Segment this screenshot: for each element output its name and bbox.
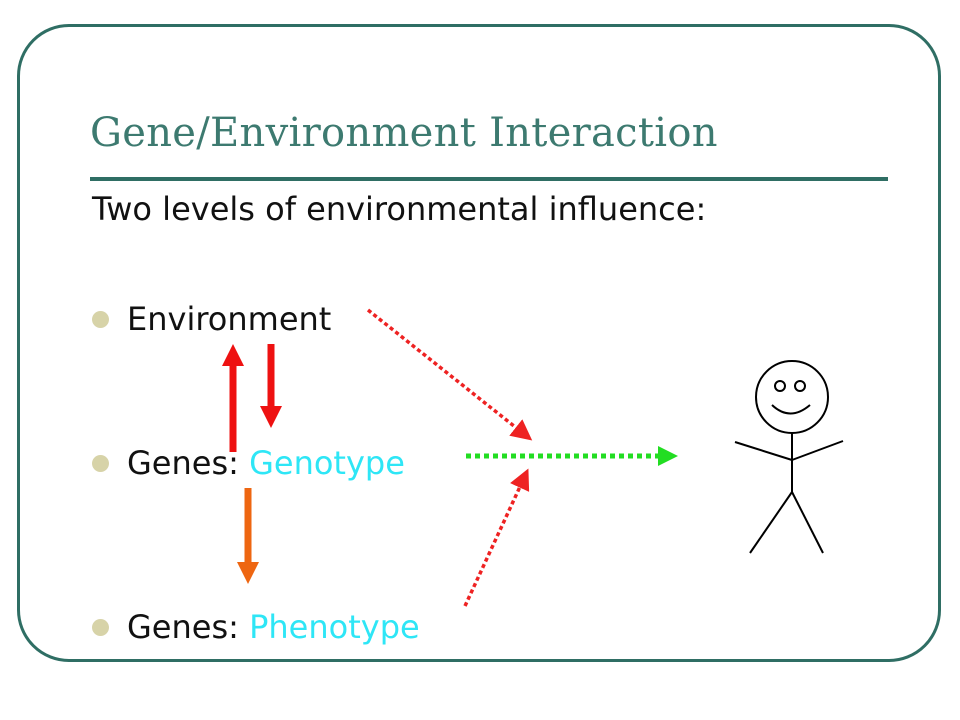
slide-frame bbox=[17, 24, 941, 662]
bullet-dot-icon bbox=[92, 310, 109, 328]
slide-title: Gene/Environment Interaction bbox=[90, 110, 718, 156]
title-divider bbox=[90, 177, 888, 181]
bullet-phenotype-label: Genes: bbox=[127, 608, 250, 646]
intro-text: Two levels of environmental influence: bbox=[92, 190, 707, 228]
bullet-dot-icon bbox=[92, 454, 109, 472]
phenotype-term: Phenotype bbox=[249, 608, 420, 646]
bullet-environment-label: Environment bbox=[127, 300, 332, 338]
bullet-dot-icon bbox=[92, 618, 109, 636]
genotype-term: Genotype bbox=[249, 444, 405, 482]
bullet-environment: Environment bbox=[92, 300, 331, 338]
bullet-phenotype: Genes: Phenotype bbox=[92, 608, 420, 646]
bullet-genotype-label: Genes: bbox=[127, 444, 250, 482]
bullet-genotype: Genes: Genotype bbox=[92, 444, 405, 482]
